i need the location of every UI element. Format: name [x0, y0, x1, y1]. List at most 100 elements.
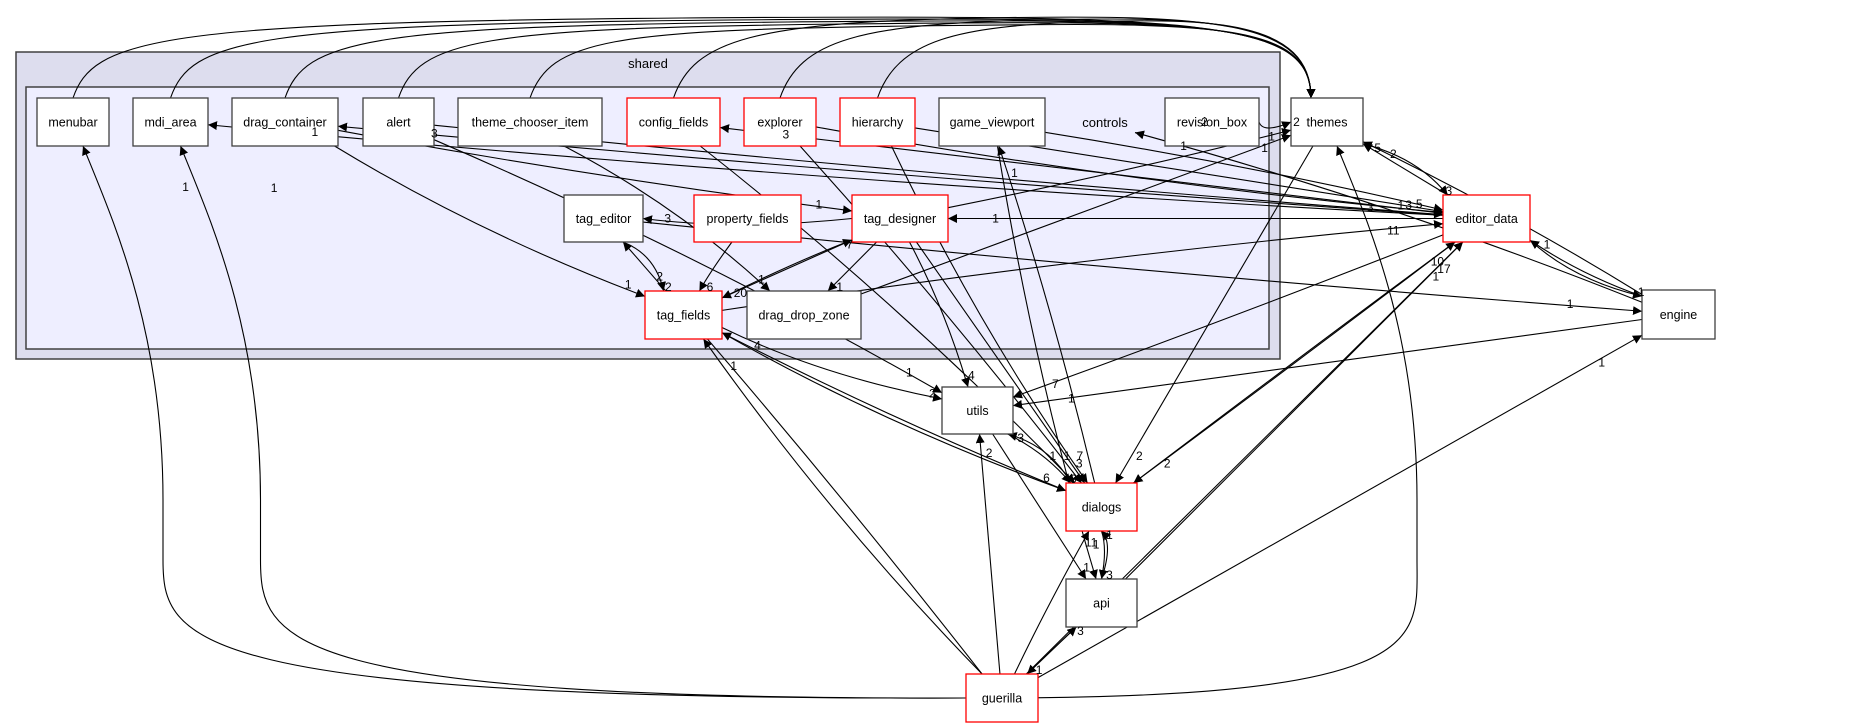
node-dialogs[interactable]: dialogs [1065, 482, 1138, 532]
edge-dialogs-to-editor-data [1133, 241, 1456, 484]
node-label: guerilla [982, 691, 1022, 705]
edge-guerilla-to-menubar [82, 145, 967, 699]
node-alert[interactable]: alert [362, 97, 435, 147]
edge-label: 1 [1268, 129, 1275, 143]
edge-label: 11 [1085, 535, 1098, 549]
edge-tag-designer-to-dialogs [915, 241, 1086, 484]
node-box[interactable] [644, 290, 723, 340]
node-explorer[interactable]: explorer [743, 97, 817, 147]
node-label: menubar [48, 115, 97, 129]
edge-label: 2 [1201, 115, 1208, 129]
node-box[interactable] [457, 97, 603, 147]
edge-hierarchy-to-themes [876, 20, 1316, 99]
node-box[interactable] [563, 194, 644, 243]
edge-editor-data-to-engine [1529, 239, 1643, 299]
node-engine[interactable]: engine [1641, 289, 1716, 340]
edge-label: 2 [1164, 457, 1171, 471]
node-revision-box[interactable]: revision_box [1164, 97, 1260, 147]
edge-engine-to-utils [1012, 318, 1643, 409]
edge-label: 3 [782, 127, 789, 141]
edge-label: 2 [656, 270, 663, 284]
edge-theme-chooser-item-to-themes [529, 23, 1316, 99]
node-box[interactable] [1290, 97, 1364, 147]
node-theme-chooser-item[interactable]: theme_chooser_item [457, 97, 603, 147]
node-label: editor_data [1455, 212, 1518, 226]
node-label: explorer [757, 115, 802, 129]
node-box[interactable] [1065, 482, 1138, 532]
edge-label: 2 [1136, 449, 1143, 463]
node-label: tag_fields [657, 308, 711, 322]
node-hierarchy[interactable]: hierarchy [839, 97, 916, 147]
edge-label: 1 [1036, 663, 1043, 677]
node-label: property_fields [707, 212, 789, 226]
node-box[interactable] [132, 97, 209, 147]
node-property-fields[interactable]: property_fields [693, 194, 802, 243]
node-label: themes [1307, 115, 1348, 129]
node-label: hierarchy [852, 115, 904, 129]
edge-label: 9 [1070, 472, 1077, 486]
node-mdi-area[interactable]: mdi_area [132, 97, 209, 147]
node-label: api [1093, 596, 1110, 610]
edge-api-to-guerilla [1026, 626, 1077, 675]
edge-label: 1 [1432, 270, 1439, 284]
node-config-fields[interactable]: config_fields [626, 97, 721, 147]
edge-label: 3 [1076, 457, 1083, 471]
edge-label: 1 [992, 212, 999, 226]
edge-label: 1 [271, 181, 278, 195]
edge-label: 1 [1544, 238, 1551, 252]
edge-label: 3 [1446, 184, 1453, 198]
node-tag-fields[interactable]: tag_fields [644, 290, 723, 340]
edge-label: 6 [707, 280, 714, 294]
node-guerilla[interactable]: guerilla [965, 673, 1039, 723]
edge-tag-editor-to-tag-fields [622, 241, 666, 292]
edge-api-to-dialogs [1100, 530, 1112, 580]
edge-label: 1 [311, 125, 318, 139]
edge-label: 3 [1367, 200, 1374, 214]
node-themes[interactable]: themes [1290, 97, 1364, 147]
edge-label: 4 [968, 368, 975, 382]
node-box[interactable] [851, 194, 949, 243]
node-box[interactable] [693, 194, 802, 243]
edge-label: 2 [986, 446, 993, 460]
node-box[interactable] [1065, 578, 1138, 628]
edge-label: 2 [1390, 147, 1397, 161]
node-label: mdi_area [144, 115, 196, 129]
node-box[interactable] [743, 97, 817, 147]
node-box[interactable] [1164, 97, 1260, 147]
node-drag-drop-zone[interactable]: drag_drop_zone [746, 290, 862, 340]
node-label: engine [1660, 308, 1698, 322]
node-api[interactable]: api [1065, 578, 1138, 628]
edge-label: 3 [1106, 568, 1113, 582]
node-tag-designer[interactable]: tag_designer [851, 194, 949, 243]
node-box[interactable] [941, 386, 1014, 435]
node-box[interactable] [839, 97, 916, 147]
edge-drag-container-to-tag-fields [334, 145, 646, 298]
edge-label: 3 [431, 126, 438, 140]
node-box[interactable] [965, 673, 1039, 723]
edge-guerilla-to-themes [965, 145, 1418, 699]
node-editor-data[interactable]: editor_data [1442, 194, 1531, 243]
node-label: tag_editor [576, 212, 632, 226]
node-box[interactable] [231, 97, 339, 147]
edge-guerilla-to-utils [975, 433, 1001, 675]
node-box[interactable] [1641, 289, 1716, 340]
edge-label: 4 [754, 338, 761, 352]
edge-label: 7 [1077, 449, 1084, 463]
edge-themes-to-dialogs [1115, 145, 1314, 484]
node-drag-container[interactable]: drag_container [231, 97, 339, 147]
node-label: config_fields [639, 115, 709, 129]
node-utils[interactable]: utils [941, 386, 1014, 435]
node-box[interactable] [746, 290, 862, 340]
node-box[interactable] [626, 97, 721, 147]
node-game-viewport[interactable]: game_viewport [938, 97, 1046, 147]
node-menubar[interactable]: menubar [36, 97, 110, 147]
edge-tag-designer-to-drag-drop-zone [827, 241, 878, 292]
node-box[interactable] [938, 97, 1046, 147]
edge-label: 1 [1638, 285, 1645, 299]
node-box[interactable] [36, 97, 110, 147]
node-box[interactable] [362, 97, 435, 147]
node-box[interactable] [1442, 194, 1531, 243]
node-tag-editor[interactable]: tag_editor [563, 194, 644, 243]
edge-label: 20 [734, 286, 748, 300]
